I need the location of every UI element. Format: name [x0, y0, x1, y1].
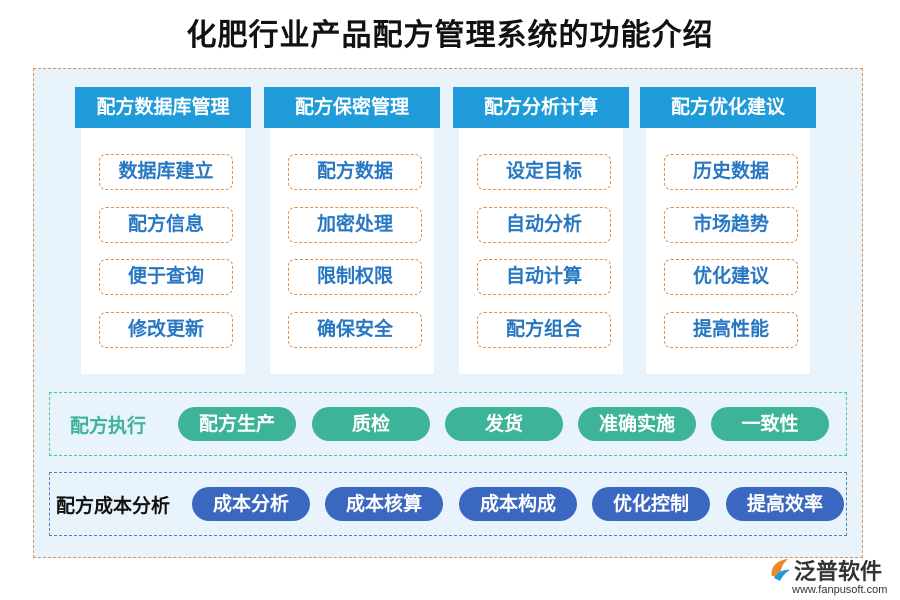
column-item: 提高性能 [664, 312, 798, 348]
cost-analysis-label: 配方成本分析 [56, 494, 171, 517]
column-item: 历史数据 [664, 154, 798, 190]
column-item: 便于查询 [99, 259, 233, 295]
column-security-management: 配方保密管理 配方数据 加密处理 限制权限 确保安全 [264, 87, 440, 374]
cost-item: 成本核算 [325, 487, 443, 521]
column-heading: 配方数据库管理 [75, 87, 251, 128]
column-item: 自动计算 [477, 259, 611, 295]
column-item: 限制权限 [288, 259, 422, 295]
column-item: 配方信息 [99, 207, 233, 243]
cost-analysis-band: 配方成本分析 成本分析 成本核算 成本构成 优化控制 提高效率 [49, 472, 847, 536]
cost-item: 优化控制 [592, 487, 710, 521]
execution-item: 质检 [312, 407, 430, 441]
cost-item: 成本分析 [192, 487, 310, 521]
column-heading: 配方保密管理 [264, 87, 440, 128]
column-item: 加密处理 [288, 207, 422, 243]
execution-band: 配方执行 配方生产 质检 发货 准确实施 一致性 [49, 392, 847, 456]
logo-icon [771, 559, 790, 581]
column-item: 修改更新 [99, 312, 233, 348]
logo-url: www.fanpusoft.com [792, 584, 888, 596]
logo-name: 泛普软件 [794, 560, 883, 585]
execution-item: 一致性 [711, 407, 829, 441]
column-item: 数据库建立 [99, 154, 233, 190]
column-optimization-advice: 配方优化建议 历史数据 市场趋势 优化建议 提高性能 [640, 87, 816, 374]
column-database-management: 配方数据库管理 数据库建立 配方信息 便于查询 修改更新 [75, 87, 251, 374]
page-title: 化肥行业产品配方管理系统的功能介绍 [186, 18, 714, 53]
column-analysis-calculation: 配方分析计算 设定目标 自动分析 自动计算 配方组合 [453, 87, 629, 374]
cost-item: 成本构成 [459, 487, 577, 521]
column-item: 设定目标 [477, 154, 611, 190]
execution-item: 配方生产 [178, 407, 296, 441]
column-item: 配方数据 [288, 154, 422, 190]
column-item: 确保安全 [288, 312, 422, 348]
column-item: 自动分析 [477, 207, 611, 243]
execution-item: 发货 [445, 407, 563, 441]
column-heading: 配方分析计算 [453, 87, 629, 128]
column-item: 配方组合 [477, 312, 611, 348]
column-heading: 配方优化建议 [640, 87, 816, 128]
cost-item: 提高效率 [726, 487, 844, 521]
execution-label: 配方执行 [70, 414, 147, 437]
column-item: 优化建议 [664, 259, 798, 295]
column-item: 市场趋势 [664, 207, 798, 243]
brand-logo: 泛普软件 www.fanpusoft.com [768, 554, 888, 600]
execution-item: 准确实施 [578, 407, 696, 441]
